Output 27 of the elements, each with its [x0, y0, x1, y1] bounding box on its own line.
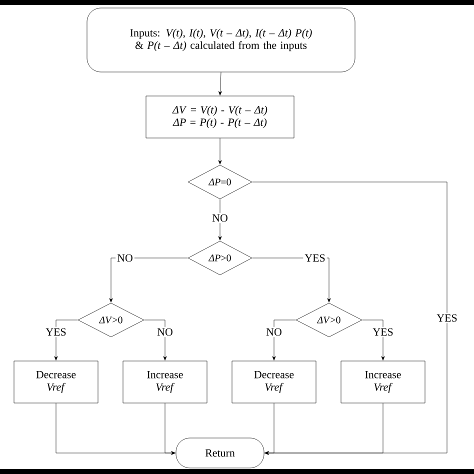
edge-label: NO	[210, 212, 230, 224]
edge-label: YES	[371, 326, 395, 338]
arrow	[109, 258, 188, 302]
arrow	[144, 320, 167, 360]
arrow	[164, 403, 176, 455]
edge-label: YES	[303, 252, 327, 264]
edge-label: NO	[264, 326, 284, 338]
process-box: Decrease Vref	[232, 360, 316, 404]
arrow	[252, 182, 448, 455]
arrow	[252, 258, 331, 302]
process-box: Decrease Vref	[14, 360, 98, 404]
arrow	[218, 199, 222, 240]
edge-label: YES	[435, 312, 459, 324]
arrow	[362, 320, 385, 360]
process-box: Increase Vref	[340, 360, 426, 404]
arrow	[218, 72, 222, 96]
edge-label: NO	[156, 326, 174, 338]
edge-label: YES	[44, 326, 68, 338]
arrow	[54, 320, 78, 360]
edge-label: NO	[116, 252, 134, 264]
arrow	[272, 320, 296, 360]
process-box: ΔV = V(t) - V(t – Δt) ΔP = P(t) - P(t – Δt)	[146, 96, 294, 138]
arrow	[264, 403, 384, 455]
process-box: Increase Vref	[122, 360, 208, 404]
terminal-box: Inputs: V(t), I(t), V(t – Δt), I(t – Δt) P(t) & P(t – Δt) calculated from the inputs	[86, 8, 356, 72]
terminal-box: Return	[176, 438, 264, 468]
arrow	[218, 138, 222, 164]
